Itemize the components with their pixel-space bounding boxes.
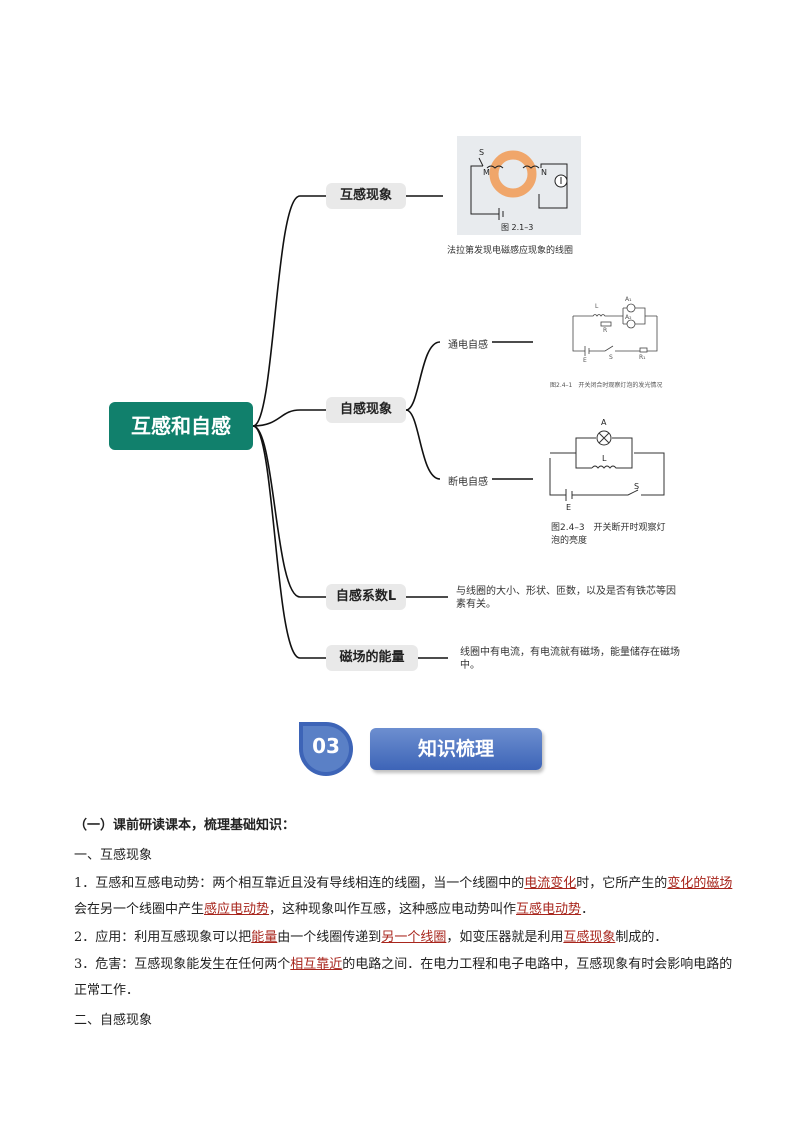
content-heading: （一）课前研读课本，梳理基础知识：	[74, 818, 296, 833]
connector-self	[252, 409, 326, 427]
note-energy: 线圈中有电流，有电流就有磁场，能量储存在磁场中。	[460, 647, 680, 671]
answer-current-change: 电流变化	[524, 876, 577, 891]
faraday-coil-diagram	[470, 150, 568, 220]
answer-another-coil: 另一个线圈	[381, 930, 447, 945]
section-badge	[299, 722, 353, 776]
figure-power-off-circuit: A L E S	[546, 418, 672, 514]
power-on-label-a2: A₂	[625, 314, 632, 321]
branch-coefficient: 自感系数L	[326, 584, 406, 610]
power-off-caption: 图2.4–3 开关断开时观察灯泡的亮度	[551, 523, 666, 546]
connector-power-off	[405, 409, 441, 480]
power-on-label-s: S	[609, 354, 613, 361]
paragraph-mutual-hazard: 3．危害：互感现象能发生在任何两个相互靠近的电路之间．在电力工程和电子电路中，互…	[74, 957, 733, 998]
answer-mutual-emf: 互感电动势	[516, 902, 582, 917]
power-on-label-r: R	[603, 327, 608, 334]
power-on-label-a1: A₁	[625, 296, 632, 303]
branch-self-induction: 自感现象	[326, 397, 406, 423]
paragraph-mutual-application: 2．应用：利用互感现象可以把能量由一个线圈传递到另一个线圈，如变压器就是利用互感…	[74, 930, 668, 945]
branch-mutual-induction: 互感现象	[326, 183, 406, 209]
faraday-label-s: S	[479, 148, 485, 157]
sub-branch-power-on: 通电自感	[448, 340, 488, 351]
faraday-caption: 法拉第发现电磁感应现象的线圈	[447, 246, 574, 256]
power-on-label-r1: R₁	[639, 354, 646, 361]
section-self-title: 二、自感现象	[74, 1013, 153, 1028]
section-number: 03	[312, 734, 340, 758]
connector-power-on	[405, 341, 441, 411]
power-off-label-a: A	[601, 418, 607, 427]
power-off-label-l: L	[602, 454, 607, 463]
power-off-label-e: E	[566, 503, 572, 512]
answer-close-together: 相互靠近	[290, 957, 343, 972]
section-mutual-title: 一、互感现象	[74, 848, 153, 863]
answer-mutual-phenomenon: 互感现象	[563, 930, 616, 945]
connector-energy	[252, 425, 326, 659]
branch-magnetic-energy: 磁场的能量	[326, 645, 418, 671]
faraday-label-m: M	[483, 168, 490, 177]
power-on-circuit-diagram	[572, 303, 658, 356]
answer-changing-field: 变化的磁场	[667, 876, 733, 891]
answer-energy: 能量	[251, 930, 278, 945]
figure-faraday-coil: S M N 图 2.1–3	[457, 136, 581, 235]
mindmap-connectors	[252, 195, 533, 659]
power-off-circuit-diagram	[549, 430, 665, 501]
faraday-figure-number: 图 2.1–3	[501, 223, 534, 232]
figure-power-on-circuit: L A₁ A₂ R E S R₁	[565, 296, 665, 366]
power-off-label-s: S	[634, 482, 640, 491]
faraday-label-n: N	[541, 168, 547, 177]
paragraph-mutual-definition: 1．互感和互感电动势：两个相互靠近且没有导线相连的线圈，当一个线圈中的电流变化时…	[74, 876, 733, 917]
power-on-label-e: E	[583, 357, 587, 364]
connector-coefficient	[252, 425, 326, 598]
answer-induced-emf: 感应电动势	[204, 902, 270, 917]
power-on-caption: 图2.4–1 开关闭合时观察灯泡的发光情况	[550, 382, 663, 389]
sub-branch-power-off: 断电自感	[448, 477, 488, 488]
power-on-label-l: L	[595, 303, 599, 310]
section-title: 知识梳理	[370, 728, 542, 770]
connector-mutual	[252, 195, 326, 427]
mindmap-root: 互感和自感	[109, 402, 253, 450]
note-coefficient: 与线圈的大小、形状、匝数，以及是否有铁芯等因素有关。	[456, 586, 676, 610]
